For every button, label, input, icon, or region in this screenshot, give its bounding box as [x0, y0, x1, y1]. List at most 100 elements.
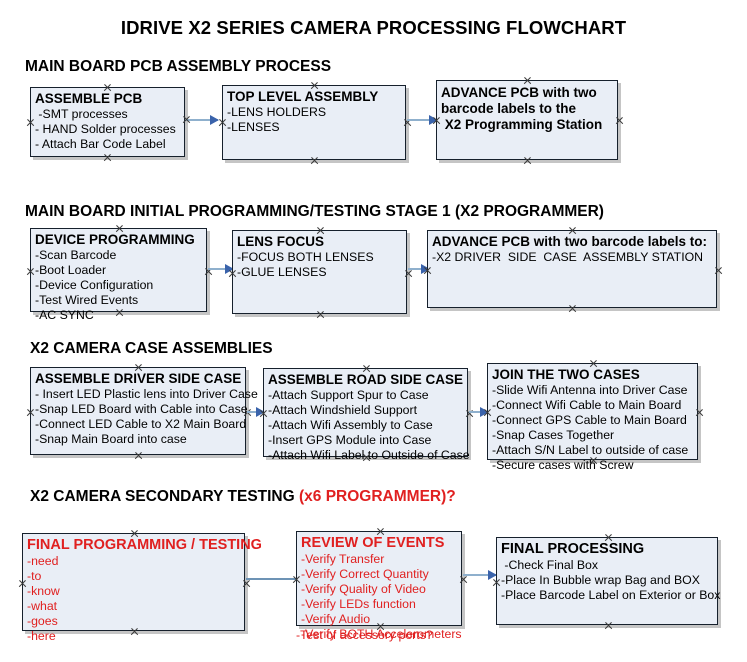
flow-box-line: -AC SYNC [35, 307, 94, 322]
flow-box-line: -Attach Wifi Label to Outside of Case [268, 447, 470, 462]
connection-handle-bottom[interactable] [310, 156, 319, 165]
flow-box-line: -Verify Transfer [301, 552, 385, 567]
connector-arrow [186, 115, 219, 125]
flow-box-title: FINAL PROGRAMMING / TESTING [27, 537, 262, 553]
flow-box-line: -LENS HOLDERS [227, 104, 327, 119]
flow-box-top-level-assembly[interactable]: TOP LEVEL ASSEMBLY -LENS HOLDERS -LENSES [222, 85, 406, 160]
flow-box-line: -Attach Support Spur to Case [268, 387, 429, 402]
flow-box-line: -Place Barcode Label on Exterior or Box [501, 588, 721, 603]
flow-box-line: -Check Final Box [501, 558, 599, 573]
flow-box-line: -Verify BOTH Accelerometers [301, 627, 462, 642]
flow-box-title: LENS FOCUS [237, 234, 325, 249]
connection-handle-bottom[interactable] [568, 304, 577, 313]
connection-handle-right[interactable] [714, 266, 723, 275]
connector-arrow [408, 264, 430, 274]
flow-box-line: -GLUE LENSES [237, 264, 327, 279]
arrowhead-icon [421, 264, 430, 274]
flow-box-line: -Slide Wifi Antenna into Driver Case [492, 382, 688, 397]
flow-box-review-of-events[interactable]: REVIEW OF EVENTS -Verify Transfer -Verif… [296, 531, 462, 641]
flow-box-line: -Snap Cases Together [492, 427, 615, 442]
flow-box-line: -Boot Loader [35, 262, 107, 277]
flow-box-lens-focus[interactable]: LENS FOCUS -FOCUS BOTH LENSES -GLUE LENS… [232, 230, 407, 314]
flow-box-line: -FOCUS BOTH LENSES [237, 249, 374, 264]
section-heading-x2-camera-secondary-testing: X2 CAMERA SECONDARY TESTING (x6 PROGRAMM… [30, 488, 456, 506]
flow-box-title: ASSEMBLE PCB [35, 91, 143, 106]
flow-box-line: -Verify Audio [301, 612, 371, 627]
connector-arrow [463, 570, 497, 580]
flow-box-final-programming-testing[interactable]: FINAL PROGRAMMING / TESTING -need -to -k… [22, 533, 262, 643]
flow-box-line: -Insert GPS Module into Case [268, 432, 432, 447]
flow-box-line: -Connect GPS Cable to Main Board [492, 412, 687, 427]
flow-box-line: -Attach Wifi Assembly to Case [268, 417, 433, 432]
section-heading-accent: (x6 PROGRAMMER)? [299, 488, 456, 505]
flow-box-title: FINAL PROCESSING [501, 541, 645, 557]
flow-box-title: TOP LEVEL ASSEMBLY [227, 89, 379, 104]
connection-handle-bottom[interactable] [134, 451, 143, 460]
flow-box-title: JOIN THE TWO CASES [492, 367, 640, 382]
connection-handle-bottom[interactable] [604, 621, 613, 630]
section-heading-main-board-pcb-assembly: MAIN BOARD PCB ASSEMBLY PROCESS [25, 58, 331, 76]
flow-box-line: -Verify Quality of Video [301, 582, 426, 597]
arrowhead-icon [256, 407, 265, 417]
connection-handle-bottom[interactable] [316, 310, 325, 319]
flow-box-assemble-road-side-case[interactable]: ASSEMBLE ROAD SIDE CASE -Attach Support … [263, 368, 470, 462]
flow-box-assemble-driver-side-case[interactable]: ASSEMBLE DRIVER SIDE CASE - Insert LED P… [30, 367, 258, 455]
flow-box-line: -need [27, 554, 59, 569]
flow-box-line: - Insert LED Plastic lens into Driver Ca… [35, 386, 258, 401]
connector-arrow [407, 115, 438, 125]
flow-box-line: -SMT processes [35, 106, 128, 121]
flow-box-advance-pcb-driver-side[interactable]: ADVANCE PCB with two barcode labels to: … [427, 230, 717, 308]
arrowhead-icon [210, 115, 219, 125]
flow-box-line: -Place In Bubble wrap Bag and BOX [501, 573, 700, 588]
flow-box-line: -Attach S/N Label to outside of case [492, 442, 689, 457]
flow-box-title: ADVANCE PCB with two barcode labels to t… [441, 85, 603, 132]
flow-box-assemble-pcb[interactable]: ASSEMBLE PCB -SMT processes - HAND Solde… [30, 87, 185, 157]
section-heading-x2-camera-case-assemblies: X2 CAMERA CASE ASSEMBLIES [30, 340, 273, 358]
flow-box-title: DEVICE PROGRAMMING [35, 232, 195, 247]
flow-box-line: -Scan Barcode [35, 247, 117, 262]
flow-box-line: -Device Configuration [35, 277, 154, 292]
flow-box-line: -to [27, 569, 42, 584]
flow-box-title: REVIEW OF EVENTS [301, 535, 445, 551]
flow-box-line: -Attach Windshield Support [268, 402, 418, 417]
flow-box-title: ASSEMBLE DRIVER SIDE CASE [35, 371, 242, 386]
flow-box-line: -here [27, 629, 56, 644]
flow-box-line: -Secure cases with Screw [492, 457, 634, 472]
page-title: IDRIVE X2 SERIES CAMERA PROCESSING FLOWC… [120, 17, 627, 38]
flow-box-device-programming[interactable]: DEVICE PROGRAMMING -Scan Barcode -Boot L… [30, 228, 207, 322]
flow-box-line: -Test Wired Events [35, 292, 139, 307]
section-heading-text: MAIN BOARD INITIAL PROGRAMMING/TESTING S… [25, 203, 604, 220]
flow-box-line: -what [27, 599, 58, 614]
flow-box-advance-pcb-programming-station[interactable]: ADVANCE PCB with two barcode labels to t… [436, 80, 618, 160]
section-heading-main-board-initial-programming: MAIN BOARD INITIAL PROGRAMMING/TESTING S… [25, 203, 604, 221]
flow-box-line: - HAND Solder processes [35, 121, 176, 136]
flow-box-line: -know [27, 584, 60, 599]
section-heading-text: X2 CAMERA CASE ASSEMBLIES [30, 340, 273, 357]
flow-box-line: -Verify Correct Quantity [301, 567, 429, 582]
flow-box-final-processing[interactable]: FINAL PROCESSING -Check Final Box -Place… [496, 537, 721, 625]
flow-box-line: -goes [27, 614, 58, 629]
arrowhead-icon [480, 407, 489, 417]
flow-box-line: -Connect LED Cable to X2 Main Board [35, 416, 247, 431]
section-heading-text: MAIN BOARD PCB ASSEMBLY PROCESS [25, 58, 332, 75]
connector-line [246, 578, 296, 580]
flow-box-title: ADVANCE PCB with two barcode labels to: [432, 234, 708, 249]
section-heading-text: X2 CAMERA SECONDARY TESTING [30, 488, 299, 505]
connector-arrow [247, 407, 265, 417]
flow-box-line: -Connect Wifi Cable to Main Board [492, 397, 682, 412]
flow-box-line: -Snap Main Board into case [35, 431, 187, 446]
connection-handle-bottom[interactable] [103, 153, 112, 162]
connector-arrow [208, 264, 234, 274]
flow-box-overflow-line: -Test of accessory ports? [296, 628, 433, 642]
flow-box-line: -X2 DRIVER SIDE CASE ASSEMBLY STATION [432, 249, 704, 264]
connector-arrow [469, 407, 489, 417]
flow-box-title: ASSEMBLE ROAD SIDE CASE [268, 372, 464, 387]
flow-box-join-the-two-cases[interactable]: JOIN THE TWO CASES -Slide Wifi Antenna i… [487, 363, 698, 472]
arrowhead-icon [488, 570, 497, 580]
arrowhead-icon [429, 115, 438, 125]
arrowhead-icon [225, 264, 234, 274]
connection-handle-bottom[interactable] [523, 156, 532, 165]
flow-box-line: -Snap LED Board with Cable into Case [35, 401, 248, 416]
flow-box-line: -Verify LEDs function [301, 597, 416, 612]
